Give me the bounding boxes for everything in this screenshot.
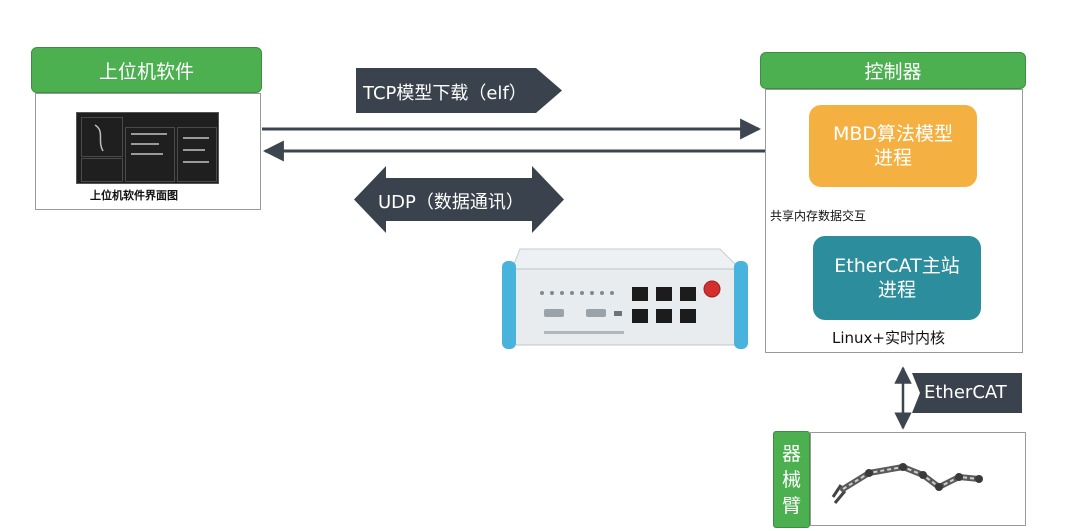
tcp-label-text: TCP模型下载（elf） (363, 83, 527, 104)
ethercat-label-shape: EtherCAT (912, 373, 1022, 413)
robot-arm-char-3: 臂 (781, 494, 801, 517)
controller-hardware-image (502, 248, 748, 349)
udp-label-text: UDP（数据通讯） (378, 192, 524, 213)
robot-arm-char-1: 器 (781, 442, 801, 465)
robot-arm-panel (810, 432, 1026, 526)
kernel-label: Linux+实时内核 (832, 329, 945, 347)
ethercat-label-text: EtherCAT (924, 382, 1007, 403)
host-software-panel: 上位机软件界面图 (35, 93, 261, 210)
tcp-label-shape: TCP模型下载（elf） (356, 68, 562, 113)
mbd-process-line-2: 进程 (873, 147, 912, 169)
ethercat-process-box: EtherCAT主站 进程 (813, 236, 981, 320)
host-software-title-text: 上位机软件 (98, 60, 194, 83)
host-software-screenshot (76, 112, 219, 184)
ethercat-process-line-2: 进程 (877, 279, 916, 301)
robot-arm-char-2: 械 (781, 468, 801, 491)
host-software-caption: 上位机软件界面图 (90, 189, 178, 202)
controller-title-text: 控制器 (864, 61, 922, 83)
shared-memory-label: 共享内存数据交互 (770, 209, 867, 223)
ethercat-process-line-1: EtherCAT主站 (834, 255, 960, 277)
robot-arm-label: 器 械 臂 (773, 431, 810, 528)
host-software-title: 上位机软件 (31, 47, 262, 93)
screenshot-curve (94, 124, 104, 152)
mbd-process-box: MBD算法模型 进程 (809, 105, 977, 187)
udp-label-shape: UDP（数据通讯） (354, 166, 564, 233)
robot-arm-image (831, 463, 983, 504)
controller-title: 控制器 (760, 52, 1026, 89)
mbd-process-line-1: MBD算法模型 (832, 123, 954, 145)
